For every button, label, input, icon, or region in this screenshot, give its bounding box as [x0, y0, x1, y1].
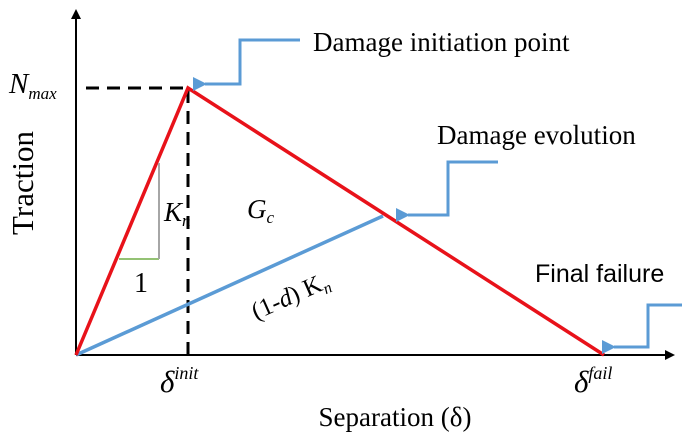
slope-one-label: 1: [134, 268, 148, 299]
delta-fail-label: δfail: [574, 363, 612, 399]
final-failure-arrow: [602, 303, 682, 354]
y-axis-label: Traction: [5, 131, 40, 235]
kn-label: Kn: [163, 197, 191, 230]
degraded-stiffness-line: [75, 214, 384, 357]
damage-initiation-arrow: [193, 38, 300, 91]
damage-initiation-label: Damage initiation point: [313, 27, 570, 57]
final-failure-label: Final failure: [535, 260, 664, 288]
damage-evolution-arrow: [396, 160, 498, 222]
n-max-label: Nmax: [8, 68, 57, 103]
x-axis-label: Separation (δ): [319, 402, 472, 432]
delta-init-label: δinit: [160, 363, 199, 399]
traction-separation-curve: [74, 85, 605, 357]
damage-evolution-label: Damage evolution: [437, 120, 636, 150]
gc-label: Gc: [247, 194, 275, 227]
degraded-stiffness-label: (1-d) Kn: [247, 267, 334, 328]
